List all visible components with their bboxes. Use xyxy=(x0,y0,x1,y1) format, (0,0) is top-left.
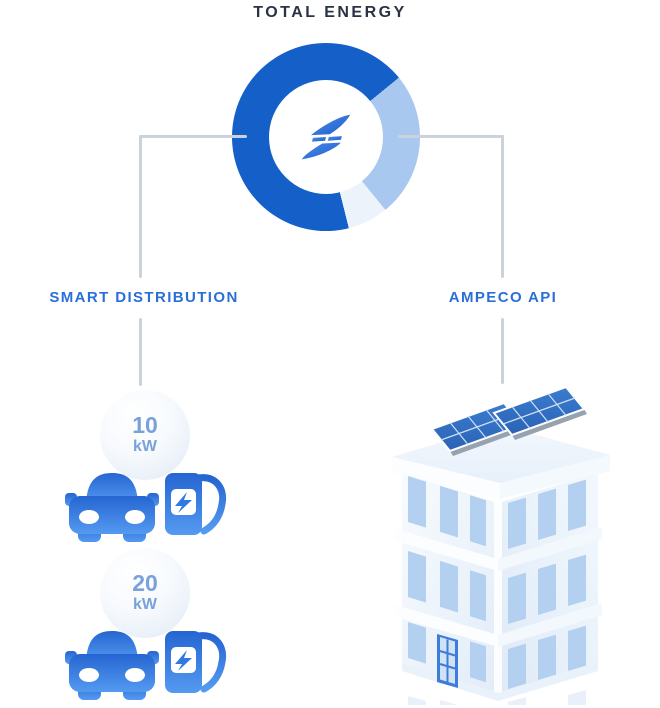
door-icon xyxy=(437,634,458,688)
bolt-icon xyxy=(175,492,192,513)
charger-power-badge-20kw: 20 kW xyxy=(100,548,190,638)
floor-band xyxy=(396,605,498,647)
diagram-title: TOTAL ENERGY xyxy=(253,4,407,21)
car-icon xyxy=(65,473,159,542)
ev-charger-icon xyxy=(165,631,227,693)
connector-line-left-horizontal xyxy=(139,135,247,138)
ampeco-bolt-icon xyxy=(301,114,351,160)
floor-band xyxy=(396,529,498,571)
connector-line-right-horizontal xyxy=(398,135,504,138)
total-energy-donut-chart xyxy=(232,43,420,231)
bolt-icon xyxy=(175,650,192,671)
solar-panel-array-back xyxy=(492,385,587,440)
corner-highlight xyxy=(494,500,502,696)
power-value: 10 xyxy=(132,412,158,438)
car-icon xyxy=(65,631,159,700)
floor-band xyxy=(498,603,602,647)
charger-power-badge-10kw: 10 kW xyxy=(100,390,190,480)
building-reflection xyxy=(408,690,586,705)
connector-line-left-vertical-upper xyxy=(139,135,142,278)
power-unit: kW xyxy=(133,438,157,455)
windows xyxy=(408,476,586,689)
office-building-illustration xyxy=(392,385,610,705)
ev-charger-icon xyxy=(165,473,227,535)
connector-line-right-vertical-upper xyxy=(501,135,504,278)
power-value: 20 xyxy=(132,570,158,596)
ev-car-and-charger-group-2 xyxy=(65,631,227,700)
donut-hole xyxy=(269,80,383,194)
connector-line-right-vertical-lower xyxy=(501,318,504,384)
ampeco-api-label: AMPECO API xyxy=(448,289,558,306)
connector-line-left-vertical-lower xyxy=(139,318,142,386)
ev-car-and-charger-group-1 xyxy=(65,473,227,542)
floor-band xyxy=(498,527,602,571)
smart-distribution-label: SMART DISTRIBUTION xyxy=(49,289,239,306)
power-unit: kW xyxy=(133,596,157,613)
